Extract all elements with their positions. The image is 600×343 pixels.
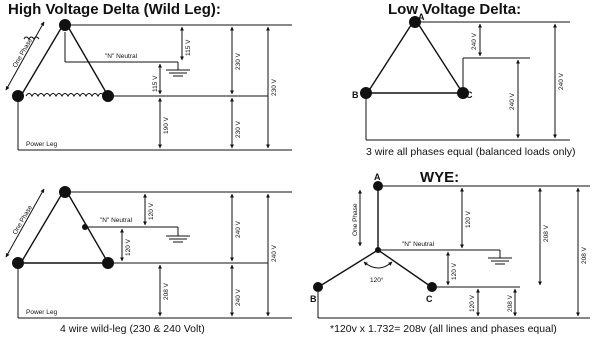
wye-star: A B C 120°: [310, 172, 437, 304]
lv-node-b-label: B: [352, 90, 359, 100]
wye-208v-b: 208 V: [507, 294, 514, 312]
lv-node-c-label: C: [466, 90, 473, 100]
wl-one-phase-label: One Phase: [12, 204, 35, 236]
wye-caption: *120v x 1.732= 208v (all lines and phase…: [330, 323, 557, 335]
wye-node-a: [373, 181, 383, 191]
lv-node-c: [457, 87, 469, 99]
wye-120v-b: 120 V: [451, 262, 458, 280]
wl-neutral-label: "N" Neutral: [100, 217, 133, 224]
wye-node-c: [427, 282, 437, 292]
wye-angle-label: 120°: [370, 276, 384, 284]
lv-240v-c: 240 V: [558, 72, 565, 90]
hv-190v: 190 V: [163, 116, 170, 134]
hv-one-phase-label: One Phase: [12, 37, 35, 69]
wl-240v-b: 240 V: [271, 244, 278, 262]
lv-240v-a: 240 V: [471, 32, 478, 50]
wl-caption: 4 wire wild-leg (230 & 240 Volt): [60, 323, 205, 335]
hv-115v-upper: 115 V: [185, 39, 192, 56]
wl-120v-a: 120 V: [148, 202, 155, 220]
hv-delta-title: High Voltage Delta (Wild Leg):: [8, 1, 221, 18]
wye-node-b: [313, 282, 323, 292]
lv-node-a: [409, 16, 421, 28]
hv-230v-b: 230 V: [271, 78, 278, 96]
hv-node-right: [102, 90, 114, 102]
wl-power-leg: Power Leg: [26, 309, 57, 316]
wye-node-b-label: B: [310, 294, 317, 304]
hv-230v-c: 230 V: [235, 120, 242, 138]
lv-delta-panel: Low Voltage Delta: A B C 240 V 240 V 240…: [352, 1, 576, 158]
wl-node-left: [12, 257, 24, 269]
wye-node-c-label: C: [426, 294, 433, 304]
lv-delta-title: Low Voltage Delta:: [388, 1, 521, 18]
hv-115v-lower: 115 V: [152, 75, 159, 92]
lv-caption: 3 wire all phases equal (balanced loads …: [366, 146, 576, 158]
hv-node-top: [59, 19, 71, 31]
lv-node-a-label: A: [418, 12, 425, 22]
lv-node-b: [360, 87, 372, 99]
hv-delta-triangle: [12, 19, 114, 102]
hv-delta-panel: High Voltage Delta (Wild Leg): One Phase…: [5, 1, 292, 151]
wild-leg-panel: One Phase "N" Neutral 120 V 120 V 240 V …: [5, 186, 292, 335]
hv-power-leg: Power Leg: [26, 141, 57, 148]
hv-230v-a: 230 V: [235, 52, 242, 70]
wye-neutral-label: "N" Neutral: [402, 241, 435, 248]
wl-120v-b: 120 V: [125, 238, 132, 256]
wye-one-phase-label: One Phase: [352, 203, 359, 236]
wl-node-right: [102, 257, 114, 269]
lv-delta-triangle: A B C: [352, 12, 473, 100]
wye-node-a-label: A: [374, 172, 381, 182]
wl-240v-a: 240 V: [235, 220, 242, 238]
wye-208v-a: 208 V: [543, 224, 550, 242]
wye-208v-c: 208 V: [581, 246, 588, 264]
wye-120v-c: 120 V: [469, 294, 476, 312]
wye-title: WYE:: [420, 169, 459, 186]
hv-neutral-label: "N" Neutral: [105, 53, 138, 60]
wl-node-top: [59, 186, 71, 198]
hv-node-left: [12, 90, 24, 102]
wl-208v: 208 V: [163, 282, 170, 300]
wye-120v-a: 120 V: [465, 210, 472, 228]
wye-panel: WYE: A B C 120° One Phase "N" Neutral: [310, 169, 590, 335]
lv-240v-b: 240 V: [509, 92, 516, 110]
wl-240v-c: 240 V: [235, 288, 242, 306]
